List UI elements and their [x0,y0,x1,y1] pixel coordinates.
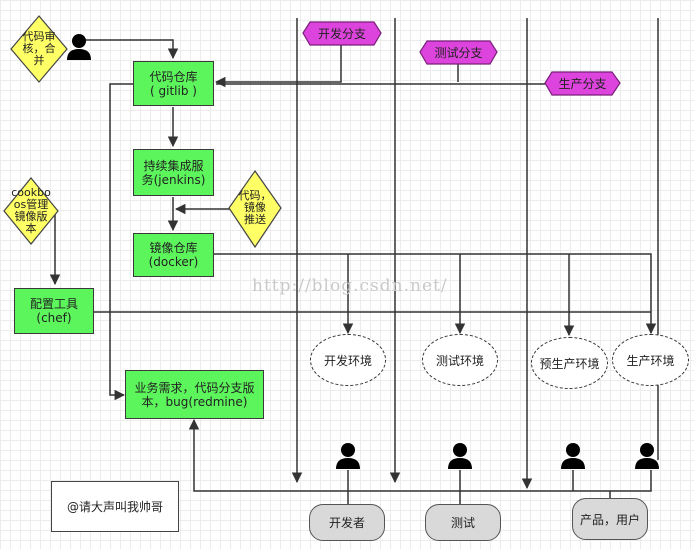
prod-branch[interactable]: 生产分支 [558,77,607,91]
dev-branch[interactable]: 开发分支 [317,27,366,41]
product-user-pill[interactable]: 产品，用户 [572,498,648,540]
code-image-push-label: 代码， 镜像 推送 [238,189,272,226]
cookbook-diamond [3,177,59,245]
tester-pill[interactable]: 测试 [425,504,501,541]
test-branch[interactable]: 测试分支 [434,46,483,60]
test-env[interactable]: 测试环境 [422,334,498,386]
prod-branch-hex [544,71,621,96]
review-merge-diamond [10,15,68,83]
push-diamond [228,169,282,249]
person-icon [448,443,472,469]
developer-pill[interactable]: 开发者 [309,504,385,541]
person-icon [67,34,91,60]
credit-note: @请大声叫我帅哥 [51,481,179,532]
requirements-box[interactable]: 业务需求，代码分支版 本，bug(redmine) [125,370,264,419]
prod-env[interactable]: 生产环境 [612,334,689,386]
cookbook-management-label: cookbo os管理 镜像版 本 [11,186,51,235]
ci-service-box[interactable]: 持续集成服 务(jenkins) [133,149,214,196]
preprod-env[interactable]: 预生产环境 [531,337,608,389]
config-tool-box[interactable]: 配置工具 (chef) [14,288,94,334]
dev-env[interactable]: 开发环境 [310,334,386,386]
person-icon [561,443,585,469]
git-repo-box[interactable]: 代码仓库 ( gitlib ) [133,61,214,106]
person-icon [635,443,659,469]
test-branch-hex [419,40,498,65]
code-review-merge-label: 代码审 核，合 并 [22,30,56,67]
watermark: http://blog.csdn.net/ [252,276,448,296]
dev-branch-hex [302,21,382,46]
person-icon [336,443,360,469]
image-repo-box[interactable]: 镜像仓库 (docker) [133,233,214,277]
